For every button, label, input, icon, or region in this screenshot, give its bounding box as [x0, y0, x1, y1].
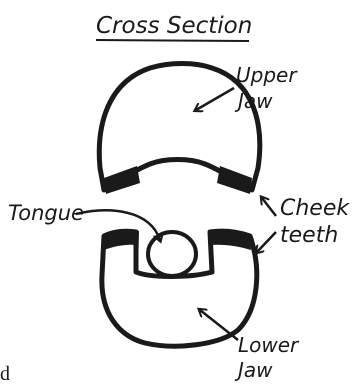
cheek-teeth-arrow-upper [262, 198, 276, 216]
lower-right-tooth-inner-wall [210, 231, 212, 272]
label-upper-jaw-line1: Upper [236, 63, 298, 87]
label-lower-jaw-line1: Lower [238, 333, 300, 357]
label-tongue: Tongue [8, 201, 84, 225]
stray-glyph: d [0, 363, 10, 382]
tongue-shape [148, 232, 196, 276]
label-cheek-teeth-line1: Cheek [280, 196, 350, 221]
cheek-teeth-arrow-lower [257, 232, 276, 252]
label-cheek-teeth-line2: teeth [280, 223, 338, 248]
label-lower-jaw-line2: Jaw [234, 358, 273, 382]
lower-left-tooth-inner-wall [136, 231, 137, 272]
title-underline [96, 40, 249, 41]
label-upper-jaw-line2: Jaw [234, 89, 273, 113]
diagram-title: Cross Section [96, 13, 252, 39]
